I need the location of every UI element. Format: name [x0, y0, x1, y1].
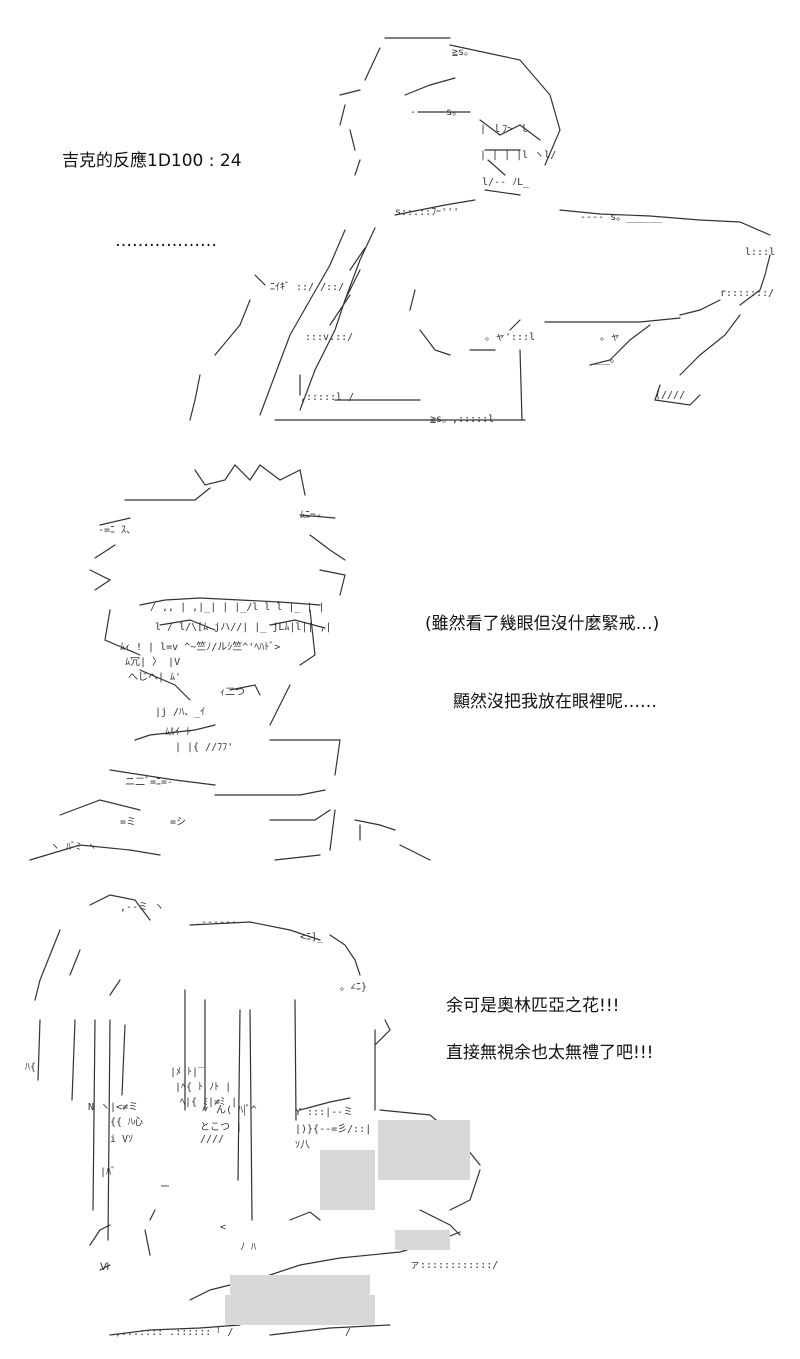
svg-text:l:::l: l:::l — [745, 247, 775, 258]
svg-text:ー: ー — [160, 1182, 170, 1193]
svg-text:ｨ二つ: ｨ二つ — [220, 687, 245, 698]
svg-text:|ﾍ{ ﾄ ﾉﾄ |: |ﾍ{ ﾄ ﾉﾄ | — [175, 1082, 231, 1093]
svg-text:<ﾆ]_: <ﾆ]_ — [300, 932, 324, 943]
svg-text:.------: .------ — [195, 917, 237, 928]
declaration-text: 余可是奧林匹亞之花!!! — [446, 996, 620, 1016]
svg-text:|ﾊﾞ: |ﾊﾞ — [100, 1166, 116, 1178]
svg-text:////: //// — [200, 1134, 224, 1145]
panel-1: ≧s。 ------s。 | ｌﾌ> ｌ | | | |l ヽl/ l/-- ﾉ… — [0, 0, 800, 440]
svg-text:ﾑ冗| 〉 |V: ﾑ冗| 〉 |V — [125, 656, 180, 668]
svg-text::::v:::/: :::v:::/ — [305, 332, 353, 343]
svg-text:。ャ':::l: 。ャ':::l — [485, 332, 535, 343]
svg-text:≧s。: ≧s。 — [452, 47, 474, 58]
svg-text:=ミ: =ミ — [120, 817, 136, 828]
svg-text:ｿ八: ｿ八 — [295, 1140, 310, 1151]
svg-text:。∠ﾆ}: 。∠ﾆ} — [340, 982, 367, 993]
panel-2: ﾑﾆ=- -=ﾆ ｽ、 / ,, | ,|_| | |_/l l l |_ | … — [0, 440, 800, 880]
svg-text:ﾊ{: ﾊ{ — [25, 1062, 36, 1073]
svg-text:---- s。______: ---- s。______ — [580, 212, 663, 223]
svg-text:-=ﾆ ｽ、: -=ﾆ ｽ、 — [98, 525, 136, 536]
svg-text:l / l/\[ﾑ jハ//| |_ jLﾑ|l|| ,|: l / l/\[ﾑ jハ//| |_ jLﾑ|l|| ,| — [155, 622, 332, 633]
svg-text:ﾉ ﾊ: ﾉ ﾊ — [240, 1242, 256, 1253]
svg-text:r:::::::/: r:::::::/ — [720, 288, 774, 299]
ellipsis-text: ……………… — [115, 231, 217, 251]
svg-text:(////: (//// — [655, 390, 685, 401]
ascii-art-spiky-haired-character: ﾑﾆ=- -=ﾆ ｽ、 / ,, | ,|_| | |_/l l l |_ | … — [29, 464, 431, 861]
svg-text:| ｌﾌ> ｌ: | ｌﾌ> ｌ — [480, 123, 529, 135]
svg-text:/ ,, | ,|_| | |_/l l l |_ | |: / ,, | ,|_| | |_/l l l |_ | | — [150, 602, 325, 613]
svg-text:へじヘ| ﾑ': へじヘ| ﾑ' — [128, 671, 181, 683]
svg-text:|)}{--=彡/::|: |)}{--=彡/::| — [295, 1124, 371, 1135]
svg-text:------s。: ------s。 — [410, 107, 462, 118]
inner-thought-text: (雖然看了幾眼但沒什麼緊戒…) — [425, 614, 660, 634]
svg-text:,--ミ ヽ: ,--ミ ヽ — [120, 902, 164, 913]
panel-3: ,--ミ ヽ .------ <ﾆ]_ 。∠ﾆ} ﾊ{ |ﾒ ﾄ|‾ |ﾍ{ ﾄ… — [0, 880, 800, 1359]
svg-text:≧s。,:::::l: ≧s。,:::::l — [430, 414, 494, 425]
svg-text:,...:::: .::::::「 /: ,...:::: .::::::「 / — [115, 1326, 233, 1338]
svg-text:{{ ﾊ心: {{ ﾊ心 — [110, 1116, 143, 1128]
remark-text: 顯然沒把我放在眼裡呢…… — [453, 692, 657, 712]
svg-text:s:::::ﾌｰ''': s:::::ﾌｰ''' — [395, 207, 459, 218]
svg-text:〃 ん( ﾊ|ﾞ^: 〃 ん( ﾊ|ﾞ^ — [200, 1104, 257, 1116]
svg-text:i Vｿ: i Vｿ — [110, 1134, 133, 1145]
svg-text:Ⅵ: Ⅵ — [100, 1262, 109, 1273]
svg-text:N ヽ|<≠ミ: N ヽ|<≠ミ — [88, 1102, 138, 1113]
reaction-roll-text: 吉克的反應1D100 : 24 — [62, 151, 242, 171]
svg-text:| |{ //ﾌﾌ': | |{ //ﾌﾌ' — [175, 742, 233, 753]
svg-text:<: < — [220, 1222, 226, 1233]
svg-text:ﾍ|{ ﾐ|≠ﾐ |: ﾍ|{ ﾐ|≠ﾐ | — [180, 1097, 237, 1108]
svg-text:| | | |l ヽl/: | | | |l ヽl/ — [480, 150, 556, 161]
complaint-text: 直接無視余也太無禮了吧!!! — [446, 1043, 654, 1063]
svg-text:ﾑﾆ=-: ﾑﾆ=- — [300, 510, 322, 521]
svg-text:ニ二ﾞ=ﾆ=-: ニ二ﾞ=ﾆ=- — [125, 776, 173, 788]
svg-text:ァ::::::::::::/: ァ::::::::::::/ — [410, 1260, 498, 1271]
svg-text:|ﾒ ﾄ|‾: |ﾒ ﾄ|‾ — [170, 1067, 205, 1078]
svg-text:l/-- ﾉL_: l/-- ﾉL_ — [482, 177, 530, 188]
svg-text:,:::::l /: ,:::::l / — [300, 392, 354, 403]
svg-text:ヽ ﾊﾞﾐ ヽ: ヽ ﾊﾞﾐ ヽ — [50, 841, 97, 853]
svg-text:/: / — [345, 1327, 351, 1338]
svg-text:Y :::|--ミ: Y :::|--ミ — [295, 1107, 353, 1118]
ascii-art-character-turned-away: ≧s。 ------s。 | ｌﾌ> ｌ | | | |l ヽl/ l/-- ﾉ… — [189, 37, 775, 425]
svg-text:ﾆｲｷﾞ ::/ /::/: ﾆｲｷﾞ ::/ /::/ — [270, 281, 344, 293]
ascii-art-long-haired-character: ,--ミ ヽ .------ <ﾆ]_ 。∠ﾆ} ﾊ{ |ﾒ ﾄ|‾ |ﾍ{ ﾄ… — [25, 894, 498, 1338]
svg-text:___。: ___。 — [592, 354, 620, 365]
svg-text:ﾑﾙｲ ﾄ: ﾑﾙｲ ﾄ — [165, 727, 191, 738]
svg-text:|j /ﾊ、_ｲ: |j /ﾊ、_ｲ — [155, 707, 205, 718]
svg-text:ﾑｨ ! | l=v ^~竺ﾉ/ルｼ竺^'ﾍﾊﾄﾞ>: ﾑｨ ! | l=v ^~竺ﾉ/ルｼ竺^'ﾍﾊﾄﾞ> — [120, 640, 280, 653]
svg-text:=シ: =シ — [170, 817, 186, 828]
svg-text:。ャ: 。ャ — [600, 332, 620, 343]
svg-text:とこつ |: とこつ | — [200, 1121, 242, 1133]
